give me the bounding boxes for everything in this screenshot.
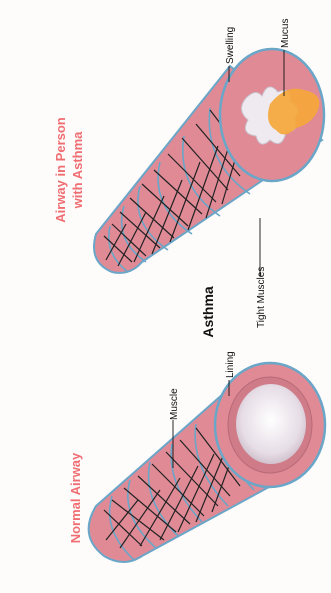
normal-airway-heading: Normal Airway [68, 452, 83, 543]
mucus-label: Mucus [280, 19, 291, 48]
normal-airway-tube [89, 363, 325, 562]
lining-label: Lining [225, 351, 236, 378]
swelling-label: Swelling [225, 27, 236, 64]
normal-airway-lumen [236, 384, 306, 464]
muscle-label: Muscle [169, 388, 180, 420]
tight-muscles-label: Tight Muscles [256, 267, 267, 328]
diagram-title: Asthma [200, 286, 216, 338]
asthma-heading-line2: with Asthma [70, 131, 85, 210]
asthma-airway-tube [94, 49, 324, 273]
asthma-heading-line1: Airway in Person [53, 117, 68, 223]
